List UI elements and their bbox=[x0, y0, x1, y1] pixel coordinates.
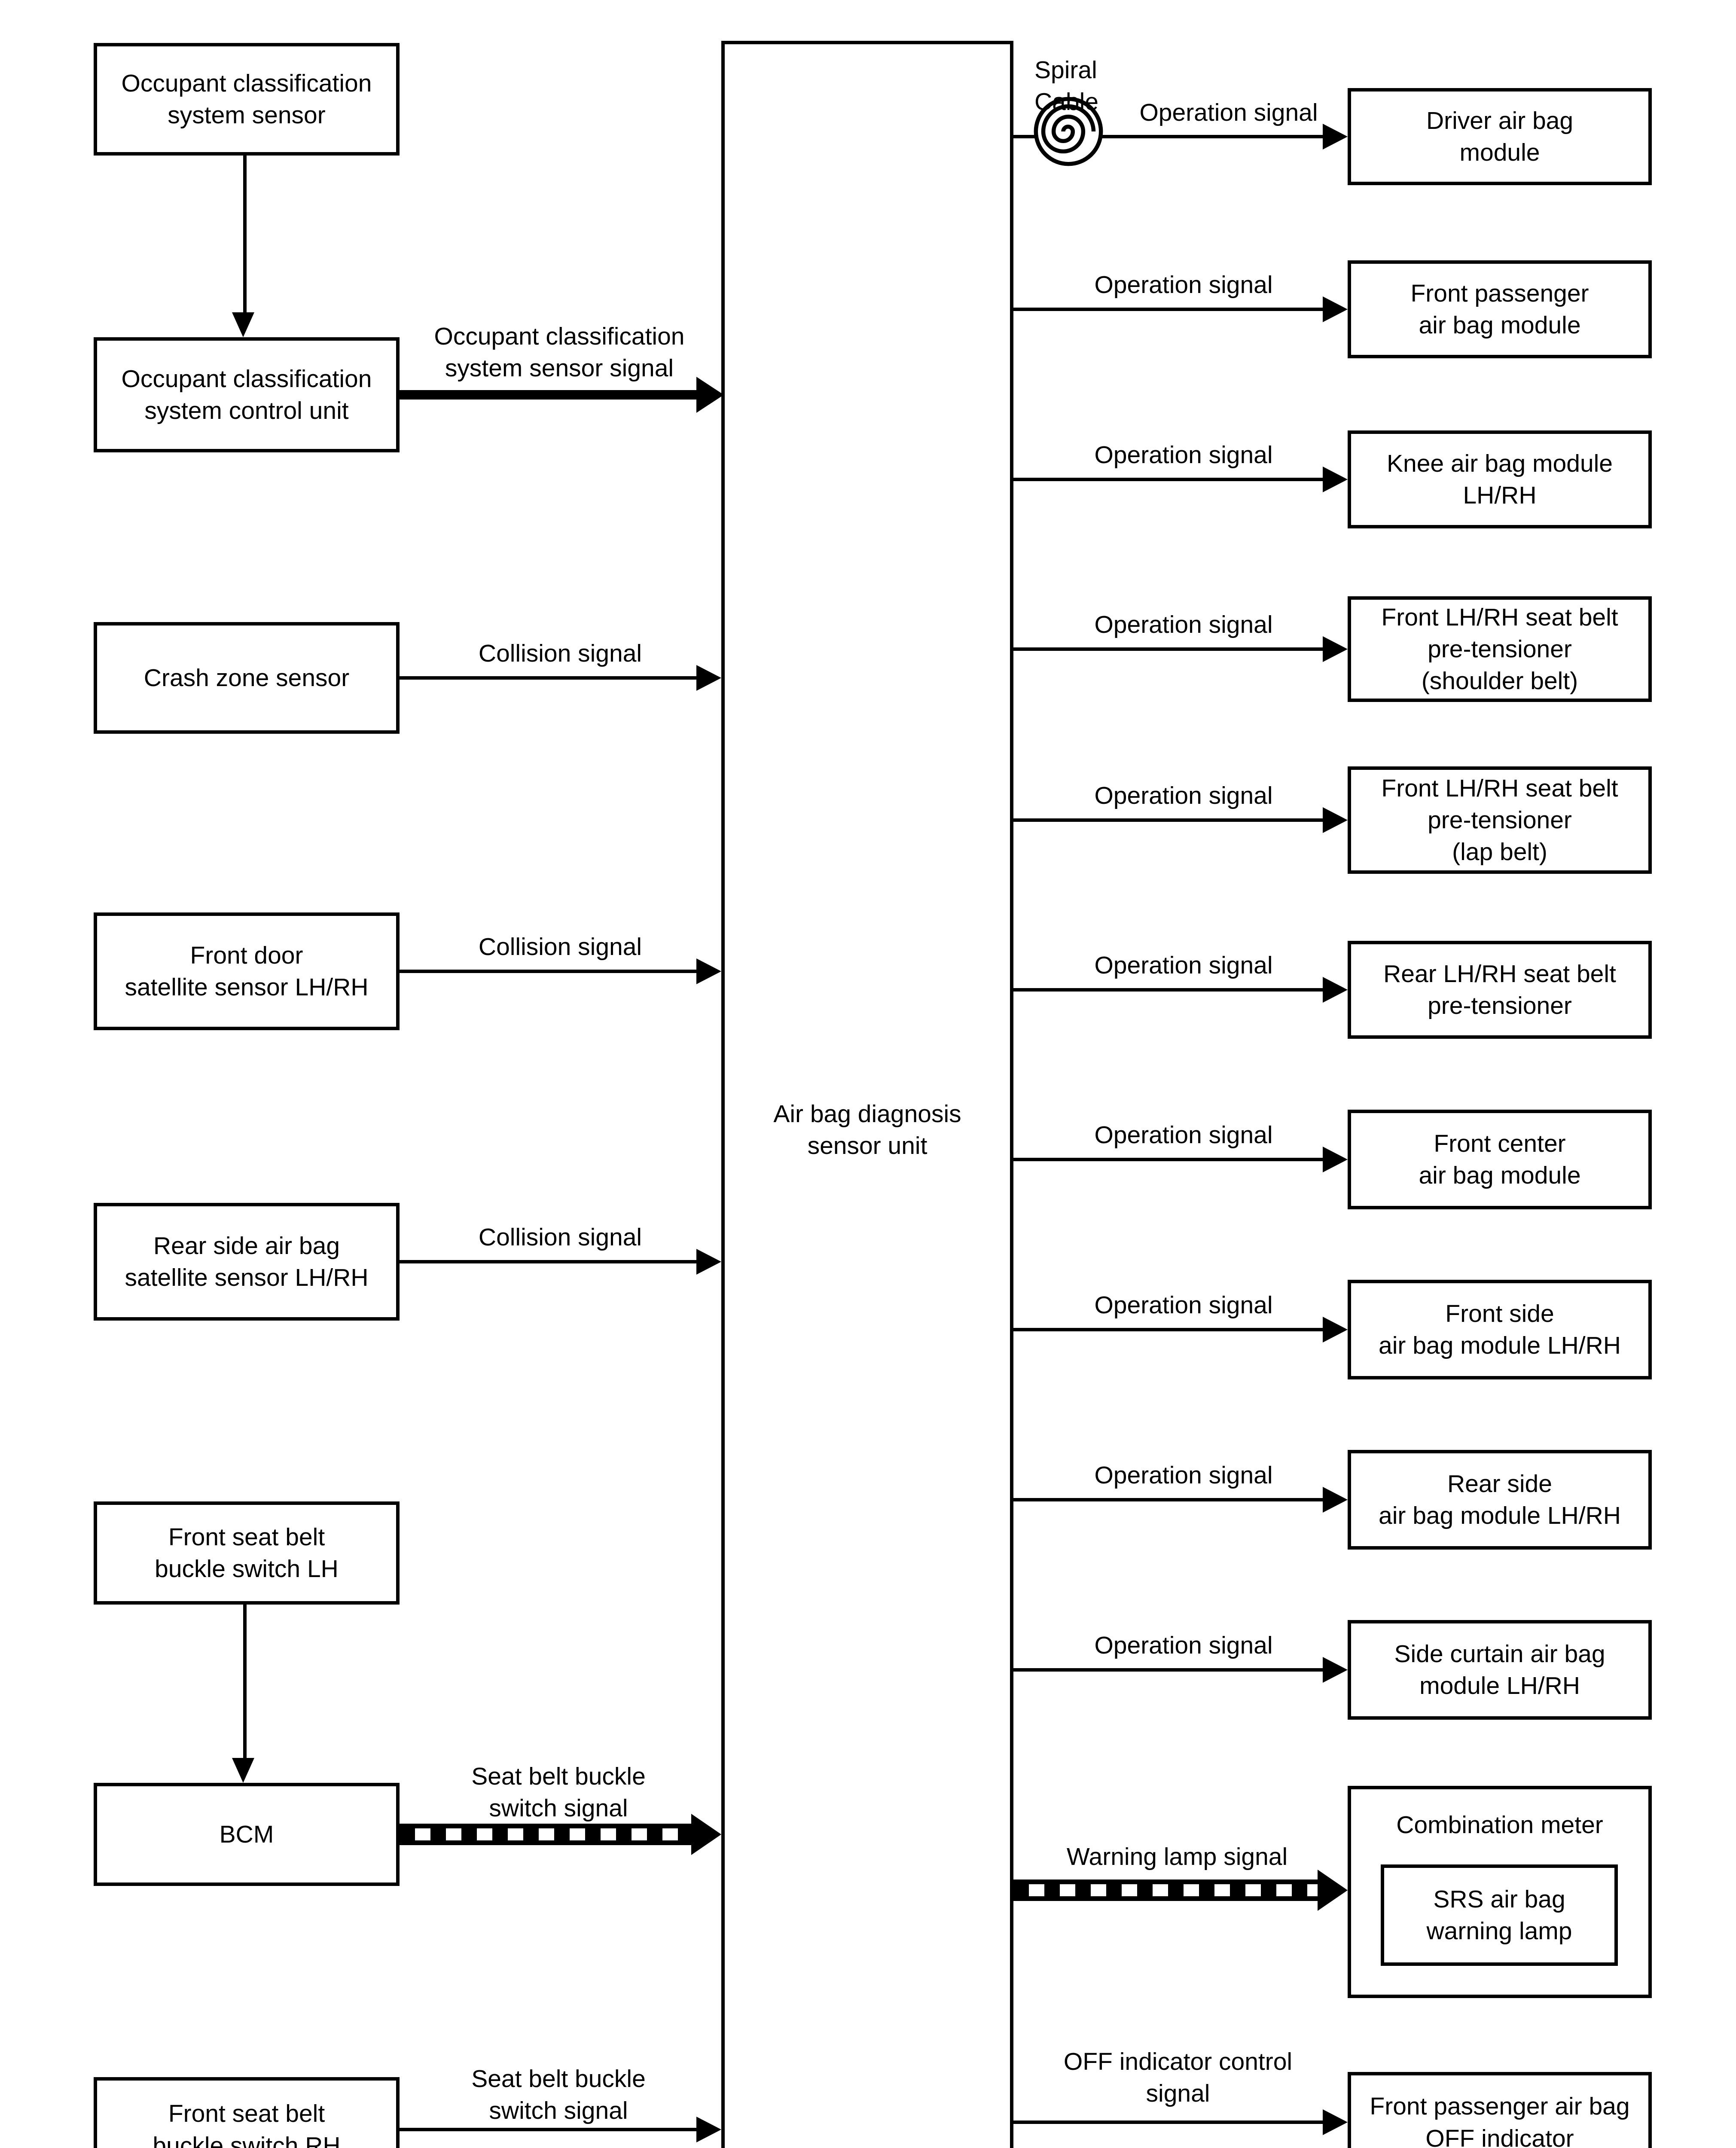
arrow-buckle-lh-to-bcm bbox=[243, 1605, 247, 1760]
signal-label-operation-9: Operation signal bbox=[1094, 1461, 1273, 1489]
node-front-seat-belt-buckle-switch-rh: Front seat belt buckle switch RH bbox=[94, 2077, 400, 2148]
spiral-cable-icon bbox=[1034, 97, 1103, 166]
communication-arrow-operation-2 bbox=[1013, 308, 1323, 311]
signal-label-operation-4: Operation signal bbox=[1094, 610, 1273, 638]
communication-arrow-collision-1 bbox=[400, 676, 696, 680]
node-airbag-diagnosis-sensor-unit bbox=[721, 41, 1013, 2148]
node-occupant-classification-sensor: Occupant classification system sensor bbox=[94, 43, 400, 156]
communication-arrow-operation-6 bbox=[1013, 988, 1323, 992]
signal-label-warning-lamp: Warning lamp signal bbox=[1066, 1843, 1288, 1870]
node-front-side-air-bag-module: Front side air bag module LH/RH bbox=[1348, 1280, 1652, 1379]
arrowhead-right-icon bbox=[1323, 296, 1348, 322]
node-front-passenger-air-bag-off-indicator: Front passenger air bag OFF indicator bbox=[1348, 2072, 1652, 2148]
node-rear-side-air-bag-module: Rear side air bag module LH/RH bbox=[1348, 1450, 1652, 1550]
node-side-curtain-air-bag-module: Side curtain air bag module LH/RH bbox=[1348, 1620, 1652, 1720]
communication-arrow-operation-8 bbox=[1013, 1328, 1323, 1331]
signal-label-collision-2: Collision signal bbox=[478, 933, 642, 961]
signal-label-operation-3: Operation signal bbox=[1094, 441, 1273, 469]
communication-arrow-off-indicator bbox=[1013, 2121, 1323, 2124]
node-driver-air-bag-module: Driver air bag module bbox=[1348, 88, 1652, 185]
communication-arrow-operation-10 bbox=[1013, 1668, 1323, 1672]
arrowhead-right-icon bbox=[1323, 1657, 1348, 1683]
combination-meter-label: Combination meter bbox=[1396, 1811, 1603, 1839]
communication-arrow-operation-5 bbox=[1013, 818, 1323, 822]
arrowhead-right-icon bbox=[696, 665, 721, 691]
signal-label-ocs-sensor-signal: Occupant classification system sensor si… bbox=[434, 322, 685, 382]
communication-arrow-collision-2 bbox=[400, 970, 696, 973]
arrowhead-right-icon bbox=[1323, 807, 1348, 833]
node-srs-air-bag-warning-lamp: SRS air bag warning lamp bbox=[1381, 1864, 1618, 1966]
arrowhead-right-icon bbox=[1323, 1487, 1348, 1513]
arrowhead-right-icon bbox=[696, 958, 721, 984]
communication-arrow-operation-7 bbox=[1013, 1158, 1323, 1161]
arrowhead-right-icon bbox=[1323, 1147, 1348, 1172]
node-front-door-satellite-sensor: Front door satellite sensor LH/RH bbox=[94, 912, 400, 1030]
signal-label-off-indicator-control: OFF indicator control signal bbox=[1063, 2047, 1293, 2107]
signal-label-operation-7: Operation signal bbox=[1094, 1121, 1273, 1149]
node-occupant-classification-control-unit: Occupant classification system control u… bbox=[94, 337, 400, 452]
node-front-seat-belt-buckle-switch-lh: Front seat belt buckle switch LH bbox=[94, 1501, 400, 1605]
node-front-center-air-bag-module: Front center air bag module bbox=[1348, 1110, 1652, 1209]
node-front-pretensioner-lap-belt: Front LH/RH seat belt pre-tensioner (lap… bbox=[1348, 766, 1652, 874]
signal-label-operation-10: Operation signal bbox=[1094, 1631, 1273, 1659]
arrowhead-right-icon bbox=[1318, 1870, 1348, 1911]
arrowhead-right-icon bbox=[1323, 124, 1348, 150]
communication-arrow-operation-3 bbox=[1013, 478, 1323, 481]
signal-label-operation-2: Operation signal bbox=[1094, 271, 1273, 299]
arrow-ocs-sensor-to-control-unit bbox=[243, 156, 247, 314]
arrowhead-right-icon bbox=[691, 1814, 721, 1855]
arrowhead-right-icon bbox=[1323, 467, 1348, 492]
arrowhead-right-icon bbox=[696, 2117, 721, 2142]
communication-arrow-ocs-signal bbox=[400, 390, 696, 400]
arrowhead-right-icon bbox=[1323, 977, 1348, 1003]
signal-label-operation-8: Operation signal bbox=[1094, 1291, 1273, 1319]
communication-arrow-operation-1 bbox=[1013, 135, 1323, 138]
can-arrow-warning-lamp bbox=[1013, 1880, 1318, 1901]
spiral-cable-label: Spiral Cable bbox=[1034, 56, 1098, 116]
arrowhead-right-icon bbox=[1323, 1317, 1348, 1342]
node-front-passenger-air-bag-module: Front passenger air bag module bbox=[1348, 260, 1652, 358]
signal-label-seat-belt-buckle-can: Seat belt buckle switch signal bbox=[471, 1762, 646, 1822]
node-front-pretensioner-shoulder-belt: Front LH/RH seat belt pre-tensioner (sho… bbox=[1348, 596, 1652, 702]
signal-label-operation-5: Operation signal bbox=[1094, 781, 1273, 809]
node-bcm: BCM bbox=[94, 1783, 400, 1886]
arrowhead-down-icon bbox=[232, 312, 254, 337]
arrowhead-right-icon bbox=[1323, 636, 1348, 662]
signal-label-collision-3: Collision signal bbox=[478, 1223, 642, 1251]
communication-arrow-operation-4 bbox=[1013, 647, 1323, 651]
arrowhead-right-icon bbox=[696, 377, 724, 413]
airbag-diagnosis-sensor-unit-label: Air bag diagnosis sensor unit bbox=[773, 1100, 961, 1159]
signal-label-operation-6: Operation signal bbox=[1094, 951, 1273, 979]
communication-arrow-operation-9 bbox=[1013, 1498, 1323, 1501]
signal-label-operation-1: Operation signal bbox=[1139, 98, 1318, 126]
communication-arrow-seat-belt-buckle-rh bbox=[400, 2128, 696, 2131]
signal-label-collision-1: Collision signal bbox=[478, 639, 642, 667]
communication-arrow-collision-3 bbox=[400, 1260, 696, 1263]
arrowhead-down-icon bbox=[232, 1758, 254, 1783]
signal-label-seat-belt-buckle-rh: Seat belt buckle switch signal bbox=[471, 2065, 646, 2124]
can-arrow-seat-belt-buckle-switch bbox=[400, 1824, 691, 1845]
node-rear-pretensioner: Rear LH/RH seat belt pre-tensioner bbox=[1348, 941, 1652, 1039]
node-rear-side-satellite-sensor: Rear side air bag satellite sensor LH/RH bbox=[94, 1203, 400, 1321]
arrowhead-right-icon bbox=[1323, 2109, 1348, 2135]
node-crash-zone-sensor: Crash zone sensor bbox=[94, 622, 400, 734]
arrowhead-right-icon bbox=[696, 1249, 721, 1275]
node-knee-air-bag-module: Knee air bag module LH/RH bbox=[1348, 430, 1652, 528]
